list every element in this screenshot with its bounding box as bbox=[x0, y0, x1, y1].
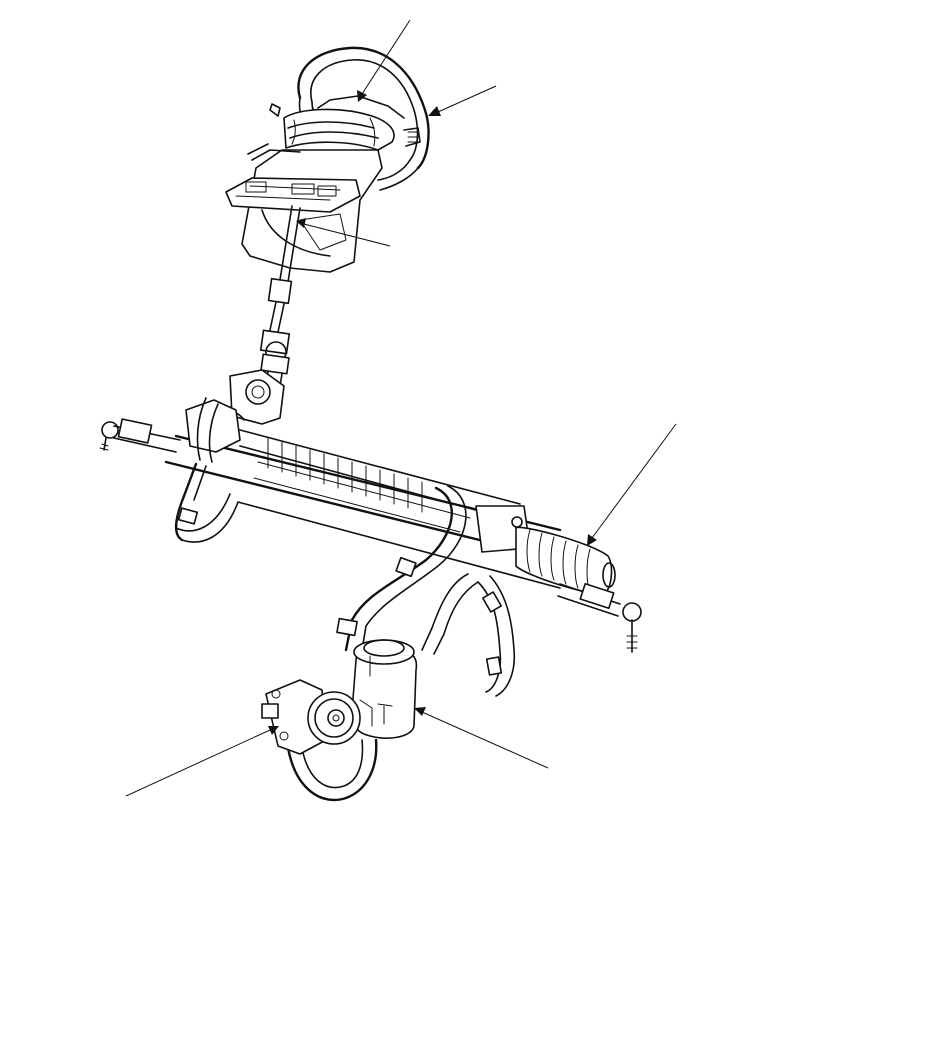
callout-airbag bbox=[357, 19, 411, 102]
fluid-reservoir bbox=[351, 639, 418, 739]
power-steering-pump bbox=[261, 679, 361, 755]
rack-boot bbox=[515, 526, 616, 595]
steering-column bbox=[225, 143, 383, 295]
tie-rod-right bbox=[557, 582, 642, 653]
callout-rack-boot bbox=[587, 423, 677, 546]
rack-middle-bellows bbox=[267, 437, 423, 513]
power-steering-hoses bbox=[174, 397, 561, 802]
callout-steering-column bbox=[296, 218, 391, 247]
callout-steering-wheel bbox=[428, 85, 497, 116]
tie-rod-left bbox=[99, 418, 181, 453]
callout-reservoir bbox=[414, 707, 549, 769]
steering-wheel bbox=[269, 46, 430, 191]
airbag-module bbox=[283, 108, 395, 151]
steering-gearbox bbox=[164, 369, 562, 562]
callout-pump bbox=[125, 726, 279, 797]
intermediate-shaft bbox=[259, 277, 293, 387]
